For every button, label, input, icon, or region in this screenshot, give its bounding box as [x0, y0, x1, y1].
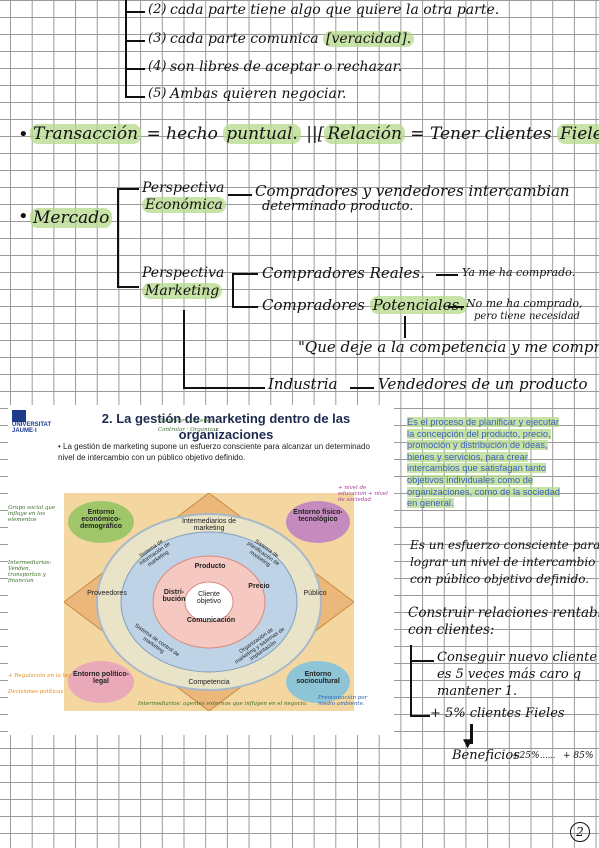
arrow-icon [125, 96, 145, 98]
slide-annotation-bottom: Intermediarios: agentes externos que inf… [138, 701, 308, 707]
beneficios-sep: ...... [540, 751, 556, 760]
beneficios-max: + 85% [563, 751, 594, 761]
arrow-icon [232, 273, 258, 275]
industria-term: Industria [268, 375, 338, 393]
conseguir-line-3: mantener 1. [437, 684, 518, 699]
potenciales-note-1: No me ha comprado, [466, 297, 583, 310]
slide-annotation-top-1: Planificar · Obtener [158, 418, 213, 424]
cliente-objetivo-label: Cliente objetivo [196, 591, 222, 605]
slide-annotation-right-top: + nivel de educación + nivel de sociedad [338, 485, 388, 503]
note-line-5: Ambas quieren negociar. [170, 86, 347, 102]
slide-bullet: • La gestión de marketing supone un esfu… [58, 442, 370, 462]
econ-def-1: Compradores y vendedores intercambian [255, 182, 570, 200]
down-arrow-icon: ▼ [463, 736, 473, 750]
industria-connector [183, 310, 185, 387]
note-line-3: cada parte comunica [veracidad]. [170, 31, 415, 47]
arrow-icon [232, 306, 258, 308]
env-tec-label: Entorno físico-tecnológico [293, 509, 343, 523]
arrow-icon [350, 387, 374, 389]
transaccion-line: Transacción = hecho puntual. ||[Relación… [30, 124, 599, 144]
down-arrow-line [404, 316, 406, 338]
slide-annotation-left-4: Decisiones políticas [8, 689, 64, 695]
arrow-icon [410, 660, 434, 662]
slide-annotation-left-2: Intermediarios: Venden, transportan y fi… [8, 560, 52, 584]
list-bracket-line [125, 0, 127, 96]
env-pol-blob [68, 661, 134, 703]
down-arrow-line [470, 724, 473, 744]
env-pol-label: Entorno político-legal [73, 671, 129, 685]
university-logo: UNIVERSITAT JAUME·I [12, 410, 66, 434]
beneficios-label: Beneficios [452, 748, 520, 763]
comunicacion-label: Comunicación [186, 617, 236, 624]
arrow-icon [228, 194, 252, 196]
esfuerzo-line-2: lograr un nivel de intercambio [410, 555, 596, 569]
slide-image: UNIVERSITAT JAUME·I 2. La gestión de mar… [8, 405, 394, 735]
conseguir-line-2: es 5 veces más caro q [437, 667, 582, 682]
publico-label: Público [303, 590, 327, 597]
esfuerzo-line-3: con público objetivo definido. [410, 572, 590, 586]
distribucion-label: Distri-bución [162, 589, 186, 603]
env-soc-blob [286, 661, 350, 703]
producto-label: Producto [194, 563, 226, 570]
reales-note: Ya me ha comprado. [462, 266, 576, 279]
list-number-4: (4) [148, 59, 167, 74]
proveedores-label: Proveedores [87, 590, 127, 597]
persp-econ-label: Perspectiva [142, 180, 225, 196]
competencia-quote: "Que deje a la competencia y me compre" [298, 338, 599, 356]
env-tec-blob [286, 501, 350, 543]
intermediarios-label: Intermediarios de marketing [181, 518, 237, 532]
slide-annotation-left-3: + Regulación en la ley [8, 673, 71, 679]
marketing-definition-paragraph: Es el proceso de planificar y ejecutar l… [407, 417, 560, 509]
esfuerzo-line-1: Es un esfuerzo consciente para [410, 538, 599, 552]
precio-label: Precio [248, 583, 270, 590]
arrow-icon [125, 11, 145, 13]
env-eco-label: Entorno económico-demográfico [79, 509, 122, 530]
bullet-dot: • [18, 124, 29, 145]
arrow-icon [125, 68, 145, 70]
beneficios-min: +25% [512, 751, 540, 761]
industria-def: Vendedores de un producto [378, 375, 588, 393]
persp-mkt-label-2: Marketing [142, 283, 223, 299]
compradores-potenciales: Compradores Potenciales. [262, 296, 467, 314]
note-line-2: cada parte tiene algo que quiere la otra… [170, 2, 500, 18]
mkt-bracket [232, 273, 234, 306]
mercado-term: Mercado [30, 208, 113, 228]
page-number: 2 [570, 822, 590, 842]
slide-annotation-top-2: Controlar · Organizar [158, 427, 219, 433]
bullet-dot: • [18, 206, 29, 227]
marketing-environment-diagram: Precio Producto Distri-bución Comunicaci… [64, 493, 354, 711]
arrow-icon [117, 188, 139, 190]
construir-line-2: con clientes: [408, 622, 495, 638]
compradores-reales: Compradores Reales. [262, 264, 425, 282]
construir-bracket [410, 645, 412, 715]
note-line-4: son libres de aceptar o rechazar. [170, 59, 403, 75]
conseguir-line-1: Conseguir nuevo cliente [437, 650, 598, 665]
slide-title: 2. La gestión de marketing dentro de las… [101, 411, 351, 442]
arrow-icon [448, 306, 464, 308]
clientes-fieles-line: + 5% clientes Fieles [430, 706, 565, 721]
env-eco-blob [68, 501, 134, 543]
econ-def-2: determinado producto. [262, 199, 414, 214]
arrow-icon [410, 715, 430, 717]
persp-econ-label-2: Económica [142, 197, 226, 213]
arrow-icon [117, 286, 139, 288]
competencia-label: Competencia [188, 679, 230, 686]
construir-line-1: Construir relaciones rentables [408, 605, 599, 621]
persp-mkt-label: Perspectiva [142, 265, 225, 281]
arrow-icon [125, 40, 145, 42]
env-soc-label: Entorno sociocultural [296, 671, 340, 685]
arrow-icon [436, 274, 458, 276]
diagram-shapes [64, 493, 354, 711]
slide-annotation-bottom-right: Preocupación por medio ambiente. [318, 695, 368, 707]
relacion-term: Relación [324, 124, 405, 144]
mercado-bracket [117, 188, 119, 286]
arrow-icon [183, 387, 265, 389]
list-number-5: (5) [148, 86, 167, 101]
potenciales-note-2: pero tiene necesidad [474, 311, 580, 322]
list-number-3: (3) [148, 31, 167, 46]
transaccion-term: Transacción [30, 124, 142, 144]
list-number-2: (2) [148, 2, 167, 17]
slide-annotation-left-1: Grupo social que influye en los elemento… [8, 505, 56, 523]
